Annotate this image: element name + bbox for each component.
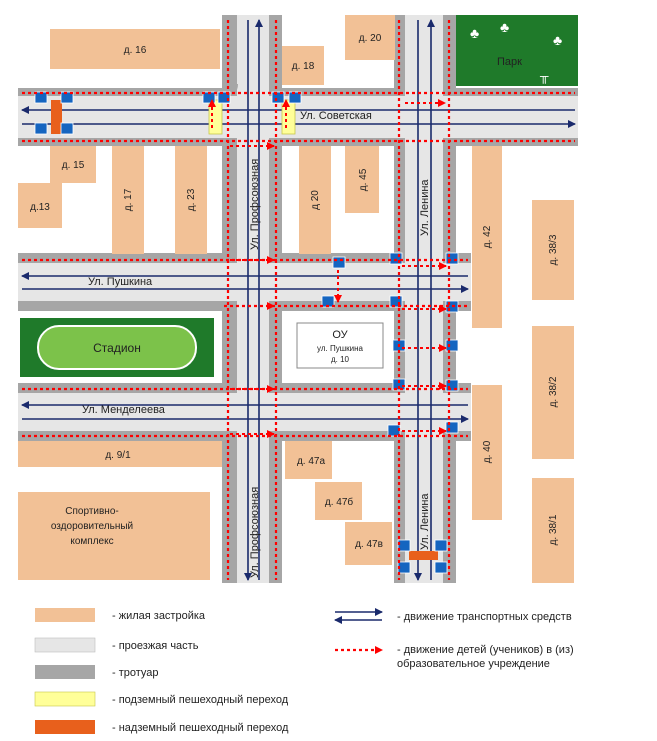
street-profsoyuznaya-upper: Ул. Профсоюзная: [249, 159, 261, 250]
legend-sidewalk: - тротуар: [112, 667, 159, 679]
label-d38-3: д. 38/3: [548, 234, 559, 265]
label-d47a: д. 47а: [297, 456, 326, 467]
building-d42: [472, 146, 502, 328]
bench-icon: ╥: [539, 69, 549, 84]
label-sports-complex-2: оздоровительный: [51, 521, 133, 532]
crossing-sign-icon: [392, 378, 406, 391]
label-d20: д 20: [310, 190, 321, 210]
crossing-sign-icon: [60, 122, 74, 135]
crossing-sign-icon: [332, 256, 346, 269]
label-d38-1: д. 38/1: [548, 514, 559, 545]
street-lenina-upper: Ул. Ленина: [419, 179, 431, 236]
legend-swatch-sidewalk: [35, 665, 95, 679]
label-d38-2: д. 38/2: [548, 376, 559, 407]
label-d40: д. 40: [482, 440, 493, 463]
street-pushkina: Ул. Пушкина: [88, 276, 153, 288]
overpass-sovetskaya: [51, 100, 62, 134]
crossing-sign-icon: [434, 539, 448, 552]
legend-overground: - надземный пешеходный переход: [112, 722, 289, 734]
tree-icon: ♣: [553, 32, 562, 48]
legend: - жилая застройка - проезжая часть - тро…: [34, 608, 574, 734]
label-d42: д. 42: [482, 225, 493, 248]
overpass-lenina: [409, 551, 438, 560]
crossing-sign-icon: [434, 561, 448, 574]
stadium: Стадион: [20, 318, 214, 377]
label-d18: д. 18: [292, 61, 315, 72]
label-d47b: д. 47б: [325, 496, 354, 508]
street-labels: Ул. Советская Ул. Пушкина Ул. Менделеева…: [82, 110, 431, 578]
tree-icon: ♣: [470, 25, 479, 41]
legend-underground: - подземный пешеходный переход: [112, 694, 289, 706]
overground-crossings: [51, 100, 438, 560]
street-sovetskaya: Ул. Советская: [300, 110, 372, 122]
building-d17: [112, 146, 144, 254]
label-d23: д. 23: [186, 188, 197, 211]
building-d23: [175, 146, 207, 254]
label-d9-1: д. 9/1: [105, 450, 131, 461]
label-d17: д. 17: [123, 188, 134, 211]
label-d20-top: д. 20: [359, 33, 382, 44]
crossing-sign-icon: [217, 91, 231, 104]
school-address-line2: д. 10: [331, 355, 350, 364]
crossing-sign-icon: [445, 339, 459, 352]
building-d20-top: [345, 15, 395, 60]
crossing-sign-icon: [271, 91, 285, 104]
crossing-sign-icon: [34, 122, 48, 135]
label-sports-complex-3: комплекс: [70, 536, 113, 547]
crossing-sign-icon: [397, 539, 411, 552]
street-mendeleeva: Ул. Менделеева: [82, 404, 166, 416]
school-title: ОУ: [332, 329, 348, 341]
building-d38-1: [532, 478, 574, 583]
legend-children-2: образовательное учреждение: [397, 658, 550, 670]
building-d47b: [315, 482, 362, 520]
label-d15: д. 15: [62, 160, 85, 171]
stadium-label: Стадион: [93, 341, 141, 355]
label-d16: д. 16: [124, 45, 147, 56]
route-crossing-arrows: [208, 99, 447, 438]
underpass-sovetskaya-west: [208, 99, 223, 135]
buildings: [18, 15, 574, 583]
label-d13: д.13: [30, 202, 50, 213]
building-d9-1: [18, 441, 222, 467]
traffic-lanes: [21, 19, 576, 581]
building-d38-2: [532, 326, 574, 459]
legend-roadway: - проезжая часть: [112, 640, 199, 652]
building-d15: [50, 146, 96, 183]
legend-swatch-overground: [35, 720, 95, 734]
school-address-line1: ул. Пушкина: [317, 344, 363, 353]
building-d47a: [285, 441, 332, 479]
building-d45: [345, 146, 379, 213]
legend-children-1: - движение детей (учеников) в (из): [397, 644, 574, 656]
street-profsoyuznaya-lower: Ул. Профсоюзная: [249, 487, 261, 578]
building-d47v: [345, 522, 392, 565]
crossing-sign-icon: [445, 252, 459, 265]
legend-swatch-residential: [35, 608, 95, 622]
label-sports-complex-1: Спортивно-: [65, 506, 118, 517]
underpass-sovetskaya-east: [281, 99, 296, 135]
school: ОУ ул. Пушкина д. 10: [296, 322, 384, 369]
building-d16: [50, 29, 220, 69]
legend-swatch-roadway: [34, 637, 96, 653]
park-label: Парк: [497, 56, 522, 68]
crossing-sign-icon: [389, 295, 403, 308]
building-sports-complex: [18, 492, 210, 580]
label-d47v: д. 47в: [355, 539, 383, 550]
legend-traffic: - движение транспортных средств: [397, 611, 572, 623]
building-d18: [282, 46, 324, 85]
building-d40: [472, 385, 502, 520]
legend-swatch-underground: [34, 691, 96, 707]
crossing-sign-icon: [389, 252, 403, 265]
building-d13: [18, 183, 62, 228]
label-d45: д. 45: [358, 168, 369, 191]
street-lenina-lower: Ул. Ленина: [419, 493, 431, 550]
park: Парк ♣ ♣ ♣ ╥: [455, 15, 578, 86]
tree-icon: ♣: [500, 19, 509, 35]
crossing-sign-icon: [445, 421, 459, 434]
legend-residential: - жилая застройка: [112, 610, 206, 622]
building-d38-3: [532, 200, 574, 300]
building-d20: [299, 146, 331, 254]
building-labels: д. 16 д. 18 д. 20 д. 15 д.13 д. 17 д. 23…: [30, 33, 559, 550]
